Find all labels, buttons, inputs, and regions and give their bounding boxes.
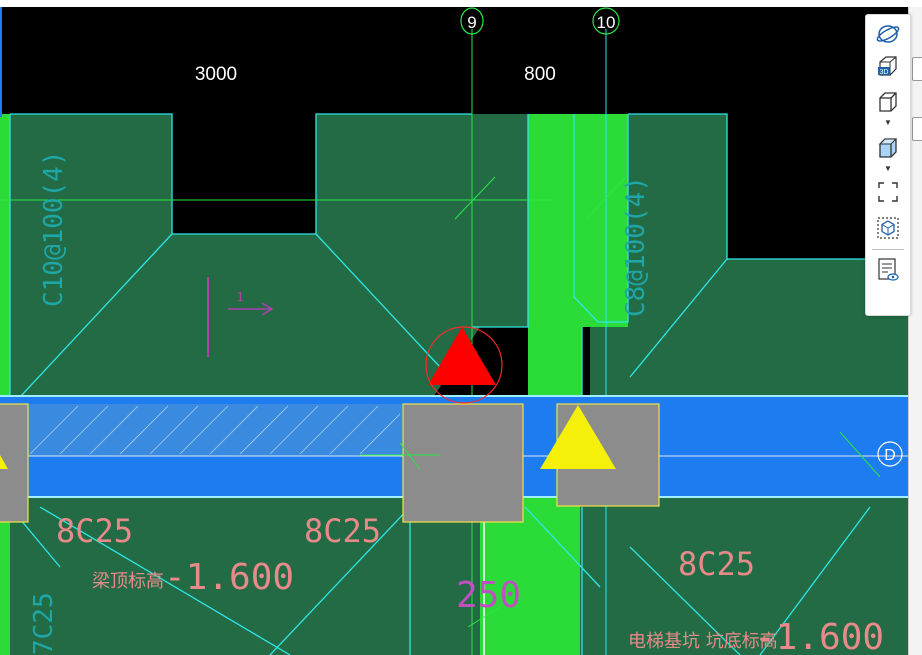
selected-marker-triangle[interactable] <box>428 327 496 385</box>
beam-top-elevation-value: -1.600 <box>164 557 294 598</box>
cube-view-dropdown-icon[interactable]: ▼ <box>884 118 892 127</box>
right-panel-edge <box>908 7 922 655</box>
rebar-label-c8: C8@100(4) <box>621 176 651 317</box>
view-toolbar: 3D ▼ ▼ <box>865 14 911 316</box>
axis-bubble-10[interactable]: 10 <box>592 7 620 35</box>
panel-control-top[interactable] <box>912 57 922 81</box>
drawing-canvas[interactable]: 9 10 D 3000 800 C10@100(4) C8@100(4) 7C2… <box>0 7 908 655</box>
selected-marker-circle <box>425 326 503 404</box>
svg-text:3D: 3D <box>880 69 889 76</box>
panel-control-mid[interactable] <box>912 117 922 141</box>
slab-outlines <box>9 113 908 655</box>
axis-bubble-9[interactable]: 9 <box>460 7 484 35</box>
green-strip-left-edge <box>0 114 10 655</box>
pit-elevation-label: 电梯基坑 坑底标高 <box>628 631 778 652</box>
green-strip-mid <box>528 327 582 407</box>
rebar-label-8c25-right: 8C25 <box>678 545 755 583</box>
rebar-label-8c25-mid: 8C25 <box>304 512 381 550</box>
pit-elevation-value: -1.600 <box>754 617 884 655</box>
solid-cube-dropdown-icon[interactable]: ▼ <box>884 164 892 173</box>
rebar-label-c10: C10@100(4) <box>39 150 69 307</box>
slab-region-right <box>590 114 908 407</box>
axis-label-9: 9 <box>467 13 476 32</box>
section-mark-label: 1 <box>236 290 243 304</box>
dimension-250: 250 <box>456 575 521 616</box>
green-strip-top <box>528 114 628 327</box>
view-3d-icon[interactable]: 3D <box>874 53 902 79</box>
marker-triangle-left <box>0 455 8 469</box>
cube-view-icon[interactable] <box>874 89 902 115</box>
slab-region-left <box>10 114 528 402</box>
rebar-label-8c25-left: 8C25 <box>56 512 133 550</box>
hatch-pattern <box>29 405 401 455</box>
dim-tick-9 <box>454 176 496 220</box>
dimension-3000: 3000 <box>195 64 237 85</box>
beam-top-elevation-label: 梁顶标高 <box>92 571 164 592</box>
axis-label-10: 10 <box>597 13 616 32</box>
toolbar-separator <box>872 249 904 250</box>
axis-label-d: D <box>884 447 896 464</box>
column-left[interactable] <box>0 403 29 523</box>
cad-viewport[interactable]: 9 10 D 3000 800 C10@100(4) C8@100(4) 7C2… <box>0 7 908 655</box>
axis-bubble-d[interactable]: D <box>877 441 903 467</box>
marker-triangle-right[interactable] <box>540 405 616 469</box>
fit-frame-icon[interactable] <box>874 179 902 205</box>
properties-icon[interactable] <box>874 257 902 283</box>
dimension-800: 800 <box>524 64 556 85</box>
dim-tick-10 <box>585 176 627 220</box>
component-select-icon[interactable] <box>874 215 902 241</box>
orbit-icon[interactable] <box>874 21 902 47</box>
rebar-label-7c25: 7C25 <box>29 592 59 655</box>
column-grid9[interactable] <box>402 403 524 523</box>
hatched-beam-segment <box>28 404 402 456</box>
section-mark-1: 1 <box>207 277 274 357</box>
snap-marks <box>360 431 881 628</box>
solid-cube-icon[interactable] <box>874 135 902 161</box>
